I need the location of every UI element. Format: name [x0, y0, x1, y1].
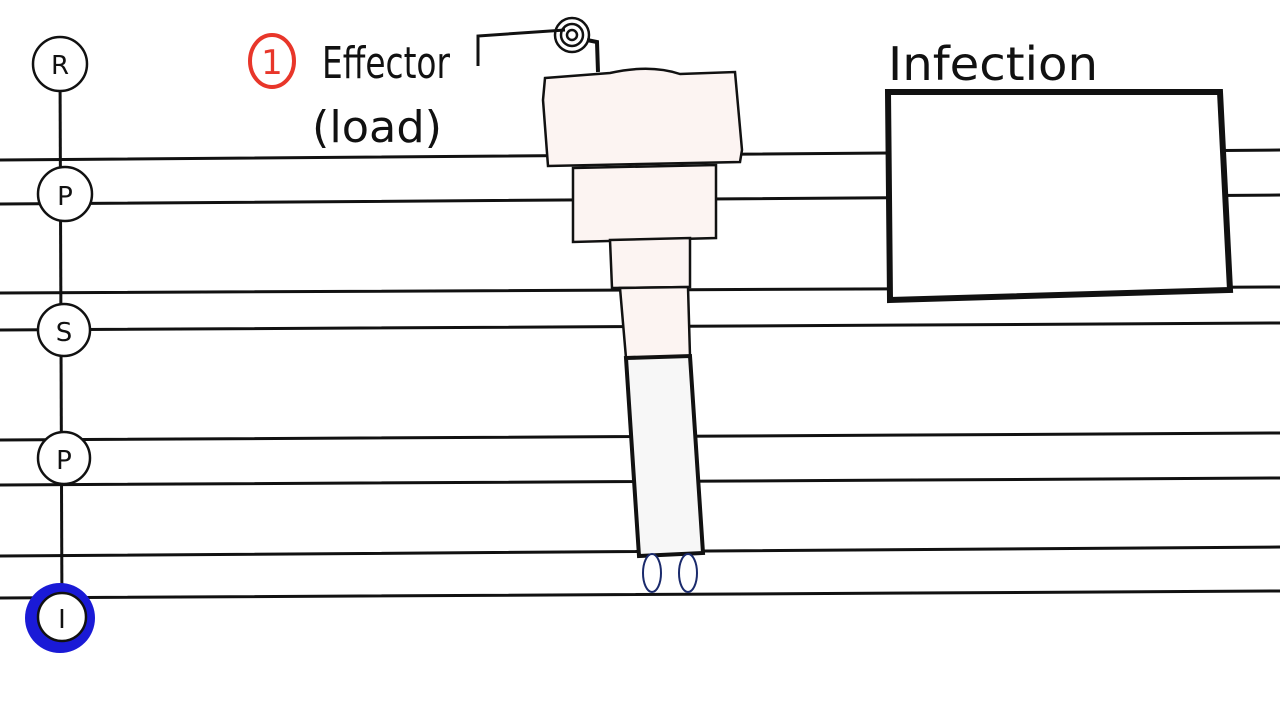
effector-tower [541, 67, 744, 559]
step-marker-circle [248, 33, 296, 89]
foot-left [642, 553, 662, 593]
step-marker: 1 [248, 33, 296, 89]
tower-feet [642, 553, 698, 593]
stage-node-active: I [25, 583, 95, 653]
foot-right [678, 553, 698, 593]
stage-circle [36, 430, 92, 486]
stage-letter: I [58, 605, 66, 635]
effector-sublabel: (load) [312, 102, 442, 153]
stage-letter: P [56, 446, 72, 476]
leader-line [476, 28, 566, 66]
stage-circle [31, 35, 89, 93]
stage-node: S [36, 302, 92, 358]
stage-circle [36, 302, 92, 358]
stage-node: P [36, 430, 92, 486]
infection-label: Infection [888, 37, 1098, 91]
infection-box [884, 89, 1234, 304]
stage-node: R [31, 35, 89, 93]
spiral-handle-icon [553, 16, 600, 73]
tower-block [571, 163, 718, 244]
step-number: 1 [261, 43, 283, 83]
stage-letter: P [57, 182, 73, 212]
stage-letter: R [51, 51, 69, 81]
effector-label: Effector [322, 38, 451, 89]
tower-collar [618, 285, 692, 360]
stage-node: P [36, 165, 94, 223]
staff-line [0, 589, 1280, 600]
tower-neck [608, 236, 692, 290]
stage-circle [36, 165, 94, 223]
stage-letter: S [56, 318, 73, 348]
tower-stem [623, 353, 706, 559]
stage-circle [36, 591, 88, 643]
tower-cap [541, 67, 744, 168]
